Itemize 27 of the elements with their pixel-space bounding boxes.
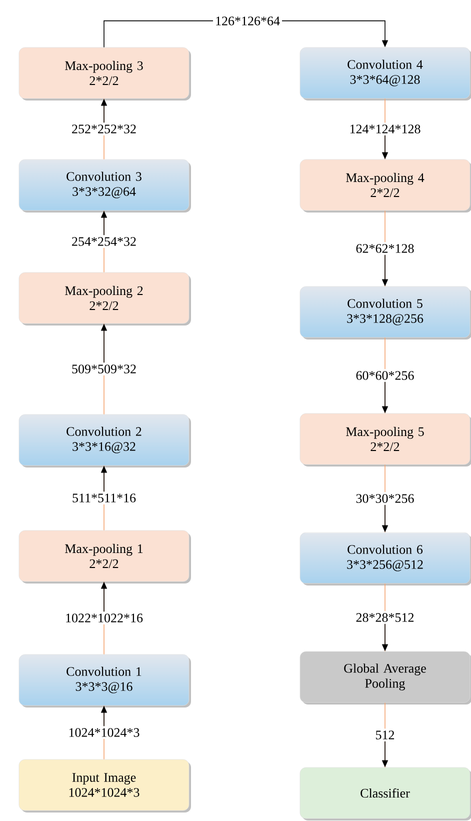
convolution-box: Convolution 2 3*3*16@32 [18, 414, 191, 468]
edge-label: 1024*1024*3 [66, 726, 142, 739]
pooling-box: Global Average Pooling [300, 651, 471, 704]
edge-label: 1022*1022*16 [63, 612, 145, 624]
edge-label: 60*60*256 [354, 369, 416, 382]
convolution-box: Convolution 4 3*3*64@128 [300, 47, 471, 100]
edge-label: 124*124*128 [347, 122, 423, 136]
edge-label: 28*28*512 [354, 611, 416, 624]
convolution-box: Convolution 3 3*3*32@64 [18, 159, 191, 212]
edge-label: 126*126*64 [213, 14, 282, 28]
pooling-box: Max-pooling 3 2*2/2 [18, 47, 191, 100]
pooling-box: Max-pooling 4 2*2/2 [300, 159, 471, 212]
edge-label: 254*254*32 [70, 235, 138, 248]
convolution-box: Convolution 6 3*3*256@512 [300, 532, 471, 586]
classifier-box: Classifier [300, 767, 471, 820]
edge-label: 511*511*16 [70, 492, 138, 504]
edge-label: 252*252*32 [70, 122, 138, 136]
convolution-box: Convolution 1 3*3*3@16 [18, 654, 191, 708]
convolution-box: Convolution 5 3*3*128@256 [300, 286, 471, 340]
edge-label: 512 [373, 728, 397, 742]
pooling-box: Max-pooling 2 2*2/2 [18, 272, 191, 326]
edge-label: 62*62*128 [354, 242, 416, 255]
edge-label: 509*509*32 [70, 362, 138, 376]
input-box: Input Image 1024*1024*3 [18, 759, 191, 812]
pooling-box: Max-pooling 1 2*2/2 [18, 530, 191, 584]
edge-label: 30*30*256 [354, 492, 416, 505]
pooling-box: Max-pooling 5 2*2/2 [300, 413, 471, 466]
